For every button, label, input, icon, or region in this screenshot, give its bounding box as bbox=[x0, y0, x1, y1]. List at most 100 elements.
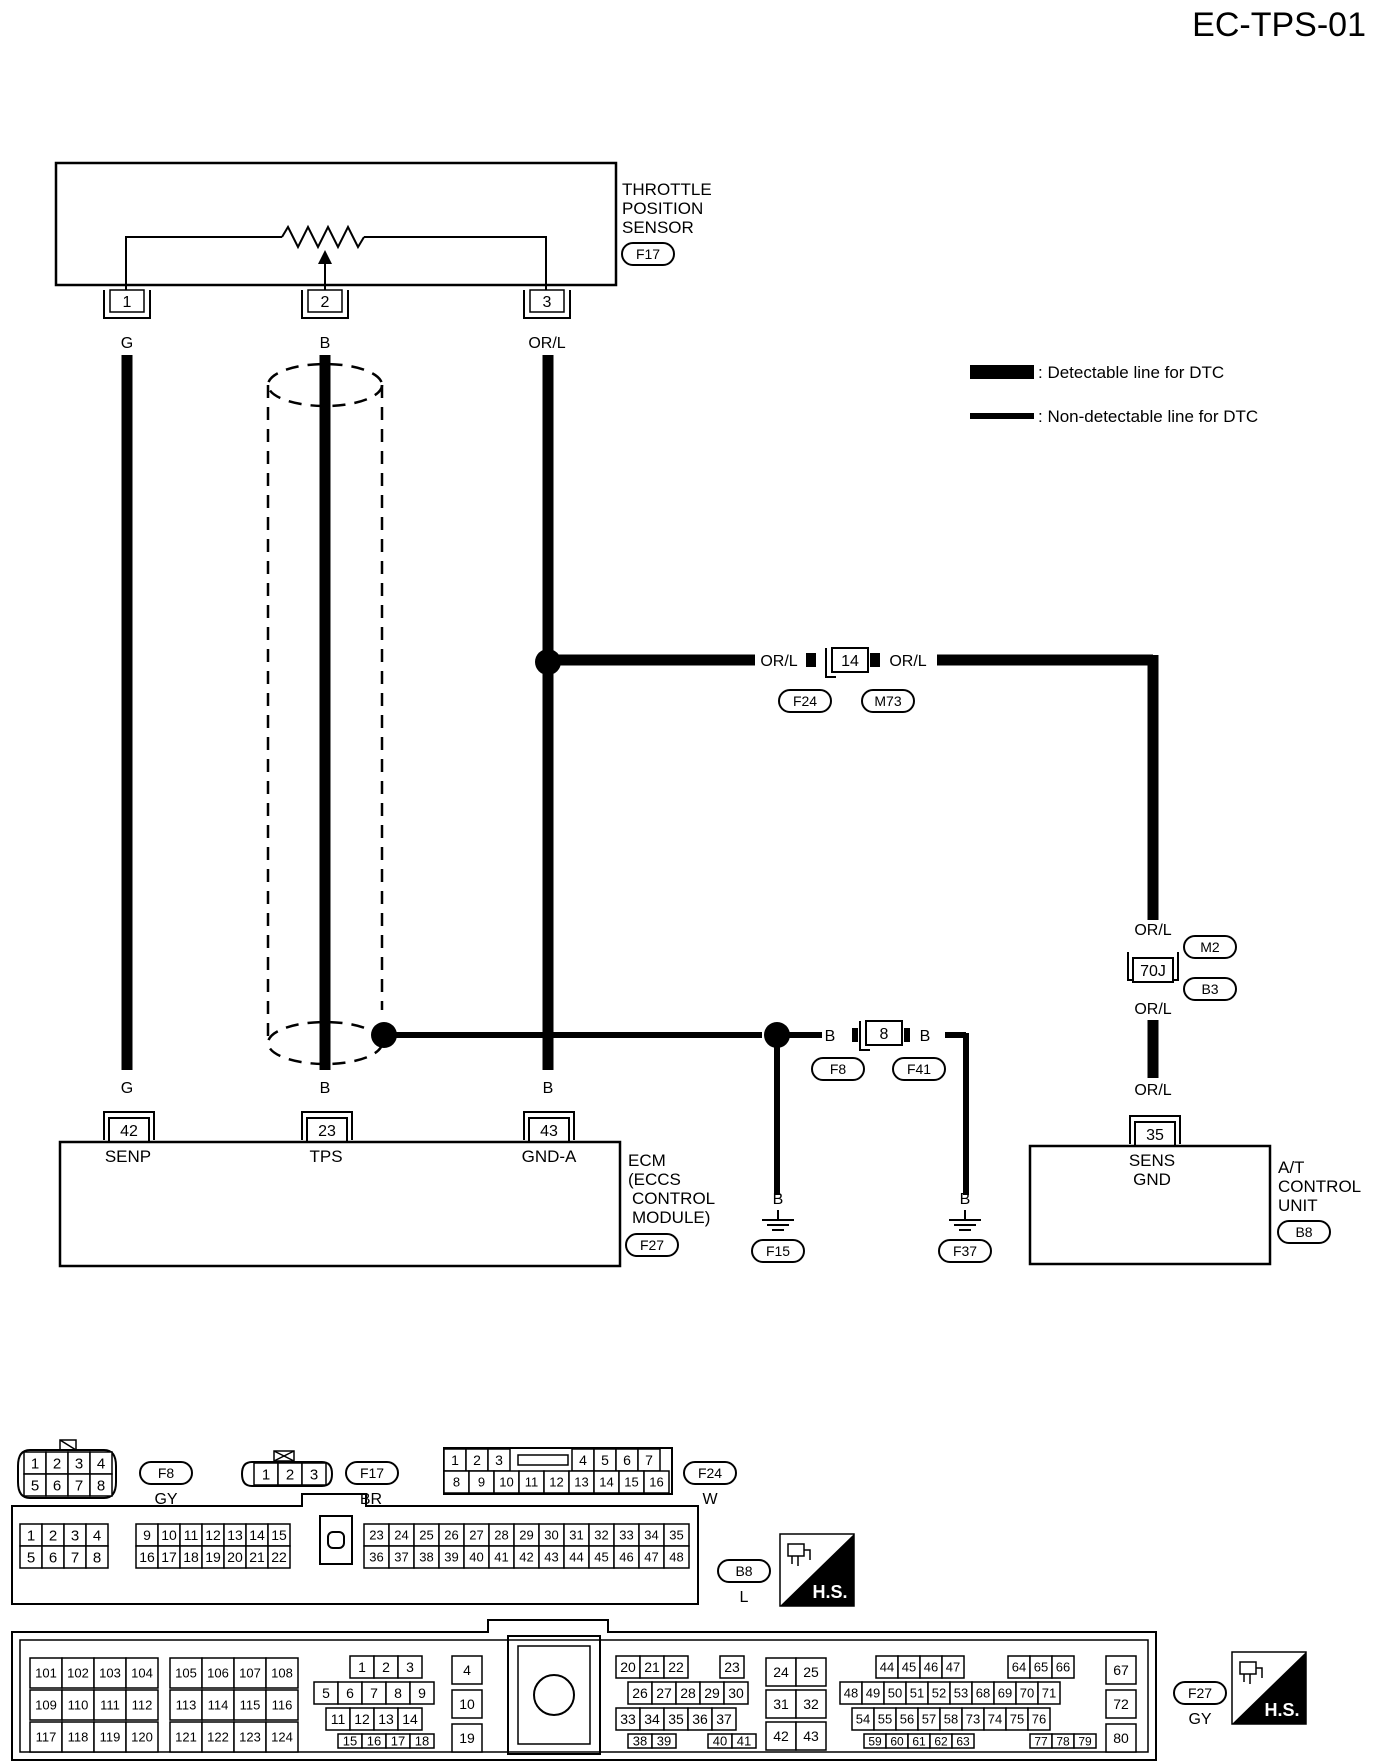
svg-text:39: 39 bbox=[444, 1550, 458, 1565]
svg-text:119: 119 bbox=[100, 1730, 121, 1745]
svg-text:54: 54 bbox=[856, 1712, 870, 1727]
wire-color-label: G bbox=[121, 1080, 133, 1097]
svg-text:13: 13 bbox=[574, 1475, 588, 1490]
connector-pin: 5 bbox=[19, 1545, 43, 1569]
svg-text:7: 7 bbox=[645, 1452, 653, 1468]
svg-text:7: 7 bbox=[75, 1477, 83, 1494]
connector-pin: 39 bbox=[438, 1545, 465, 1569]
svg-text:A/T: A/T bbox=[1278, 1158, 1304, 1177]
svg-text:SENP: SENP bbox=[105, 1147, 151, 1166]
svg-text:M73: M73 bbox=[874, 693, 901, 709]
svg-text:24: 24 bbox=[773, 1664, 789, 1680]
connector-pin: 6 bbox=[41, 1545, 65, 1569]
connector-pin: 23 bbox=[363, 1523, 390, 1547]
svg-text:7: 7 bbox=[71, 1549, 79, 1566]
svg-text:29: 29 bbox=[704, 1685, 720, 1701]
connector-pin: 50 bbox=[883, 1681, 907, 1705]
page-title: EC-TPS-01 bbox=[1192, 6, 1366, 44]
svg-text:68: 68 bbox=[976, 1686, 990, 1701]
connector-pin: 101 bbox=[29, 1657, 63, 1689]
svg-text:UNIT: UNIT bbox=[1278, 1196, 1318, 1215]
connector-pin: 69 bbox=[993, 1681, 1017, 1705]
svg-text:F8: F8 bbox=[830, 1061, 847, 1077]
svg-text:44: 44 bbox=[569, 1550, 583, 1565]
connector-pin: 60 bbox=[885, 1733, 909, 1749]
svg-text:5: 5 bbox=[27, 1549, 35, 1566]
connector-pin: 55 bbox=[873, 1707, 897, 1731]
connector-pin: 23 bbox=[719, 1655, 745, 1679]
connector-pin: 43 bbox=[538, 1545, 565, 1569]
ecm-pin-42: 42 bbox=[103, 1111, 155, 1143]
connector-pin: 48 bbox=[839, 1681, 863, 1705]
ecm-pin-23: 23 bbox=[301, 1111, 353, 1143]
connector-pin: 3 bbox=[487, 1448, 511, 1472]
svg-text:32: 32 bbox=[803, 1696, 819, 1712]
svg-text:2: 2 bbox=[382, 1659, 390, 1675]
connector-pin: 14 bbox=[397, 1707, 423, 1731]
connector-pin: 6 bbox=[615, 1448, 639, 1472]
connector-pin: 39 bbox=[651, 1733, 677, 1749]
svg-text:9: 9 bbox=[418, 1685, 426, 1701]
wire-color-label: B bbox=[320, 335, 331, 352]
svg-text:OR/L: OR/L bbox=[760, 653, 797, 670]
connector-pin: 9 bbox=[135, 1523, 159, 1547]
connector-pin: 18 bbox=[409, 1733, 435, 1749]
connector-pin: 112 bbox=[125, 1689, 159, 1721]
connector-pin: 20 bbox=[223, 1545, 247, 1569]
connector-pin: 33 bbox=[613, 1523, 640, 1547]
svg-text:76: 76 bbox=[1032, 1712, 1046, 1727]
connector-pin: 21 bbox=[245, 1545, 269, 1569]
svg-text:15: 15 bbox=[343, 1734, 357, 1749]
ecm-box: SENP TPS GND-A ECM (ECCS CONTROL MODULE)… bbox=[58, 1140, 715, 1268]
svg-text:CONTROL: CONTROL bbox=[632, 1189, 715, 1208]
connector-pin: 18 bbox=[179, 1545, 203, 1569]
connector-pin: 25 bbox=[413, 1523, 440, 1547]
wire-color-label: G bbox=[121, 335, 133, 352]
connector-pin: 7 bbox=[637, 1448, 661, 1472]
connector-pin: 66 bbox=[1051, 1655, 1075, 1679]
splice-point bbox=[371, 1022, 397, 1048]
svg-text:53: 53 bbox=[954, 1686, 968, 1701]
connector-pin: 28 bbox=[675, 1681, 701, 1705]
resistor-symbol bbox=[281, 224, 365, 250]
connector-pin: 3 bbox=[67, 1451, 91, 1475]
connector-pin: 33 bbox=[615, 1707, 641, 1731]
connector-pin: 44 bbox=[875, 1655, 899, 1679]
connector-pin: 8 bbox=[85, 1545, 109, 1569]
svg-text:49: 49 bbox=[866, 1686, 880, 1701]
svg-text:19: 19 bbox=[205, 1549, 221, 1565]
connector-pin: 13 bbox=[373, 1707, 399, 1731]
connector-pin: 115 bbox=[233, 1689, 267, 1721]
at-control-unit: 35 SENS GND A/T CONTROL UNIT B8 bbox=[1028, 1115, 1361, 1266]
svg-text:F24: F24 bbox=[793, 693, 817, 709]
connector-pin: 30 bbox=[538, 1523, 565, 1547]
svg-text:H.S.: H.S. bbox=[1264, 1700, 1299, 1720]
connector-pin: 14 bbox=[245, 1523, 269, 1547]
connector-pin: 108 bbox=[265, 1657, 299, 1689]
svg-text:B8: B8 bbox=[735, 1563, 752, 1579]
connector-pin: 31 bbox=[765, 1689, 797, 1719]
connector-pin: 67 bbox=[1105, 1655, 1137, 1685]
connector-pin: 118 bbox=[61, 1721, 95, 1753]
connector-pin: 70 bbox=[1015, 1681, 1039, 1705]
connector-f27-tag: F27 bbox=[1173, 1681, 1227, 1705]
svg-text:28: 28 bbox=[680, 1685, 696, 1701]
connector-pin: 37 bbox=[711, 1707, 737, 1731]
connector-f8-tag: F8 bbox=[139, 1461, 193, 1485]
connector-pin: 119 bbox=[93, 1721, 127, 1753]
tps-connector-tag: F17 bbox=[621, 242, 675, 266]
svg-text:F24: F24 bbox=[698, 1465, 722, 1481]
connector-pin: 24 bbox=[765, 1657, 797, 1687]
svg-text:11: 11 bbox=[184, 1527, 199, 1543]
svg-text:9: 9 bbox=[478, 1475, 485, 1490]
connector-pin: 4 bbox=[89, 1451, 113, 1475]
connector-pin: 47 bbox=[941, 1655, 965, 1679]
connector-pin: 114 bbox=[201, 1689, 235, 1721]
svg-text:43: 43 bbox=[540, 1123, 558, 1140]
connector-pin: 63 bbox=[951, 1733, 975, 1749]
connector-pin: 120 bbox=[125, 1721, 159, 1753]
connector-pin: 109 bbox=[29, 1689, 63, 1721]
svg-text:F41: F41 bbox=[907, 1061, 931, 1077]
